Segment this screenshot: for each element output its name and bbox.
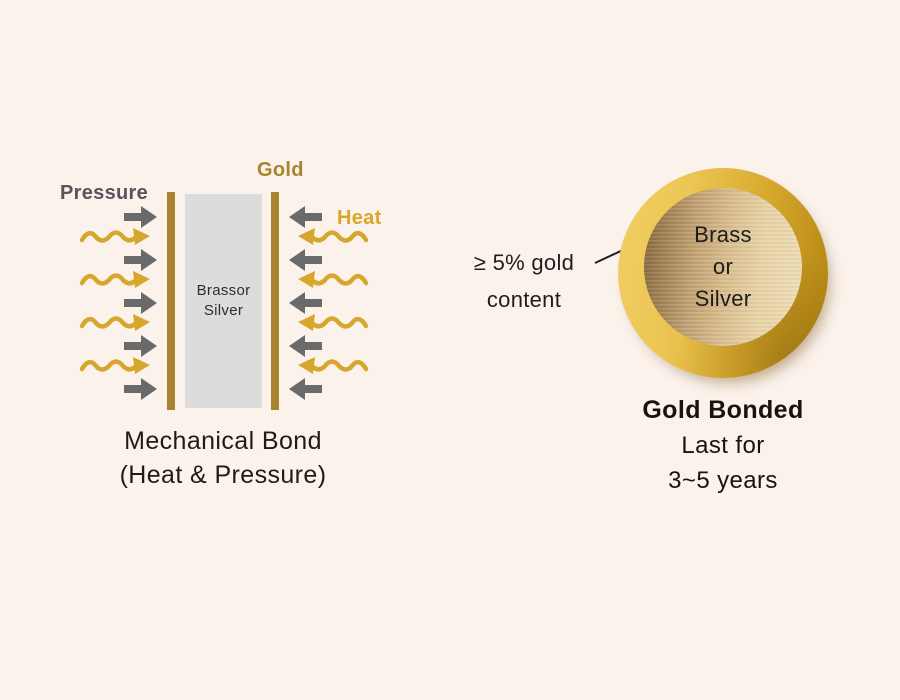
pressure-arrow-icon: [289, 249, 322, 271]
core-metal-disc: Brass or Silver: [644, 188, 802, 346]
heat-wave-arrow-icon: [298, 314, 366, 331]
core-metal-rect: Brassor Silver: [185, 194, 262, 408]
heat-wave-arrow-icon: [82, 314, 150, 331]
heat-wave-arrow-icon: [82, 357, 150, 374]
pressure-label: Pressure: [60, 182, 149, 204]
heat-wave-arrow-icon: [298, 357, 366, 374]
core-metal-line1: Brassor: [196, 282, 251, 299]
pressure-arrow-icon: [124, 292, 157, 314]
gold-bonded-caption-line2: Last for: [681, 432, 765, 459]
pressure-arrow-icon: [289, 378, 322, 400]
heat-wave-arrow-icon: [298, 228, 366, 245]
pressure-arrow-icon: [289, 292, 322, 314]
pressure-arrow-icon: [289, 335, 322, 357]
gold-content-annotation-line2: content: [486, 287, 562, 312]
pressure-arrow-icon: [124, 378, 157, 400]
pressure-heat-arrows: [75, 206, 370, 400]
heat-wave-arrow-icon: [298, 271, 366, 288]
gold-layer-bar-right: [271, 192, 279, 410]
disc-label-line3: Silver: [694, 286, 752, 311]
mechanical-bond-caption-line2: (Heat & Pressure): [119, 461, 327, 489]
gold-layer-bar-left: [167, 192, 175, 410]
gold-bonded-caption-line1: Gold Bonded: [642, 396, 804, 424]
pressure-arrow-icon: [124, 335, 157, 357]
heat-label: Heat: [337, 207, 382, 229]
mechanical-bond-caption-line1: Mechanical Bond: [124, 427, 322, 455]
disc-label: Brass or Silver: [694, 219, 752, 315]
mechanical-bond-caption: Mechanical Bond (Heat & Pressure): [63, 424, 383, 492]
disc-label-line2: or: [712, 254, 734, 279]
gold-bonded-caption: Gold Bonded Last for 3~5 years: [573, 393, 873, 498]
pressure-arrow-icon: [289, 206, 322, 228]
gold-content-annotation-line1: ≥ 5% gold: [473, 250, 575, 275]
gold-label: Gold: [257, 159, 304, 181]
disc-label-line1: Brass: [694, 222, 752, 247]
core-metal-line2: Silver: [203, 302, 244, 319]
pressure-arrow-icon: [124, 249, 157, 271]
gold-ring: Brass or Silver: [618, 168, 828, 378]
gold-bonded-caption-line3: 3~5 years: [668, 467, 778, 494]
gold-content-annotation: ≥ 5% gold content: [450, 244, 598, 318]
heat-wave-arrow-icon: [82, 228, 150, 245]
pressure-arrow-icon: [124, 206, 157, 228]
heat-wave-arrow-icon: [82, 271, 150, 288]
